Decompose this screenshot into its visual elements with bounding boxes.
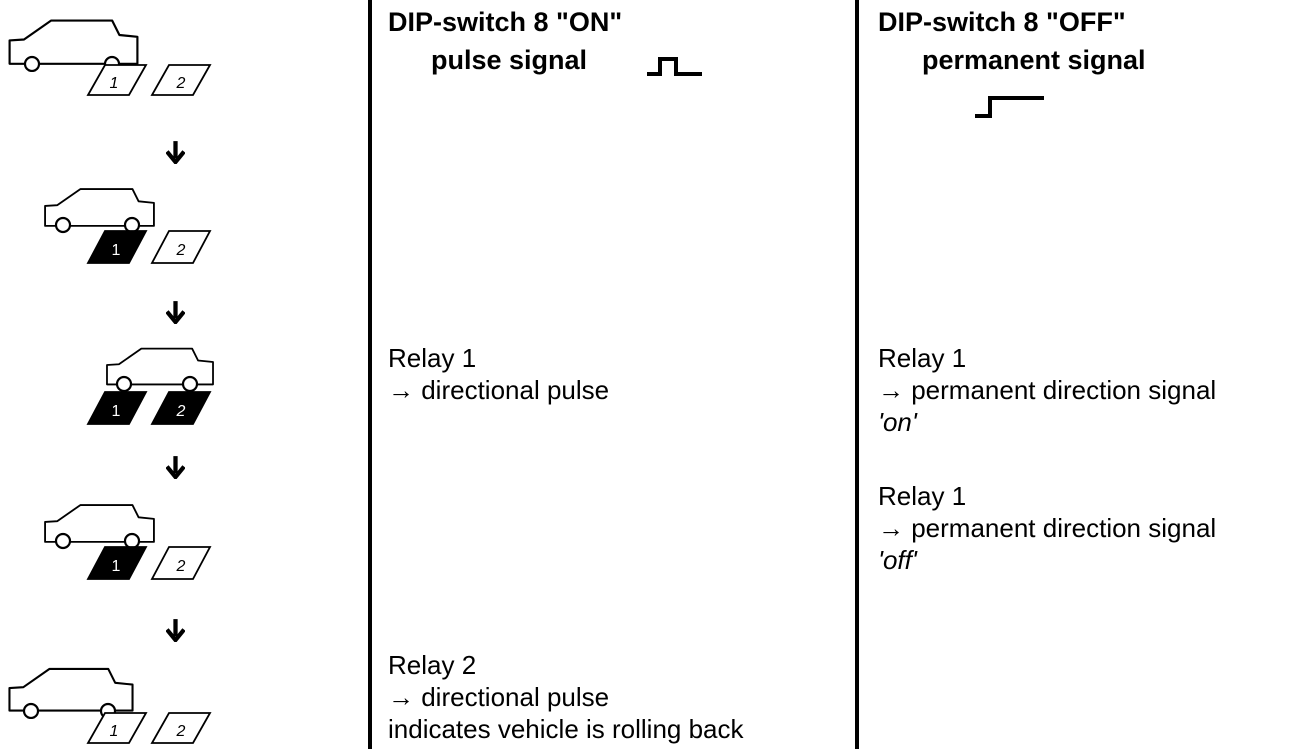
vehicle-step-2: 1 2 bbox=[0, 180, 230, 270]
car-outline-icon bbox=[44, 188, 155, 234]
car-outline-icon bbox=[105, 347, 215, 393]
vehicle-step-3: 1 2 bbox=[0, 335, 230, 445]
vehicle-step-5: 1 2 bbox=[0, 650, 230, 749]
loop-pair: 1 2 bbox=[86, 230, 212, 264]
down-arrow-icon bbox=[166, 456, 185, 479]
loop-1-icon bbox=[86, 391, 148, 425]
vehicle-step-4: 1 2 bbox=[0, 490, 230, 590]
loop-2-icon bbox=[150, 230, 212, 264]
off-step4-state: 'off' bbox=[878, 545, 917, 575]
down-arrow-icon bbox=[166, 141, 185, 164]
loop-1-label: 1 bbox=[112, 242, 121, 259]
off-step4-relay: Relay 1 bbox=[878, 481, 967, 511]
loop-pair: 1 2 bbox=[86, 712, 212, 744]
column-divider-right bbox=[855, 0, 859, 749]
on-step5-relay: Relay 2 bbox=[388, 650, 477, 680]
loop-1-icon bbox=[86, 546, 148, 580]
loop-1-icon bbox=[86, 230, 148, 264]
loop-2-label: 2 bbox=[176, 242, 186, 259]
off-step3-state: 'on' bbox=[878, 407, 917, 437]
step-waveform-icon bbox=[975, 96, 1044, 118]
vehicle-step-1: 1 2 bbox=[0, 0, 230, 96]
off-step3-action: → permanent direction signal bbox=[878, 375, 1217, 405]
off-step3-relay: Relay 1 bbox=[878, 343, 967, 373]
loop-2-icon bbox=[150, 546, 212, 580]
off-heading-title: DIP-switch 8 "OFF" bbox=[878, 7, 1126, 37]
off-heading-subtitle: permanent signal bbox=[922, 45, 1146, 75]
on-step5-note: indicates vehicle is rolling back bbox=[388, 714, 744, 744]
loop-1-label: 1 bbox=[112, 558, 121, 575]
on-heading-subtitle: pulse signal bbox=[431, 45, 588, 75]
pulse-waveform-icon bbox=[647, 57, 702, 76]
loop-2-icon bbox=[150, 712, 212, 744]
on-heading-title: DIP-switch 8 "ON" bbox=[388, 7, 623, 37]
column-divider-left bbox=[368, 0, 372, 749]
on-step5-action: → directional pulse bbox=[388, 682, 610, 712]
on-step3-action: → directional pulse bbox=[388, 375, 610, 405]
loop-pair: 1 2 bbox=[86, 391, 212, 425]
loop-2-icon bbox=[150, 391, 212, 425]
off-step4-action: → permanent direction signal bbox=[878, 513, 1217, 543]
car-outline-icon bbox=[44, 504, 155, 550]
on-step3-relay: Relay 1 bbox=[388, 343, 477, 373]
down-arrow-icon bbox=[166, 301, 185, 324]
loop-1-label: 1 bbox=[110, 723, 119, 740]
loop-2-icon bbox=[150, 64, 212, 96]
loop-pair: 1 2 bbox=[86, 546, 212, 580]
loop-1-icon bbox=[86, 64, 148, 96]
loop-2-label: 2 bbox=[176, 75, 186, 92]
down-arrow-icon bbox=[166, 619, 185, 642]
loop-2-label: 2 bbox=[176, 558, 186, 575]
loop-2-label: 2 bbox=[176, 403, 186, 420]
loop-1-label: 1 bbox=[110, 75, 119, 92]
loop-pair: 1 2 bbox=[86, 64, 212, 96]
loop-2-label: 2 bbox=[176, 723, 186, 740]
loop-1-icon bbox=[86, 712, 148, 744]
loop-1-label: 1 bbox=[112, 403, 121, 420]
